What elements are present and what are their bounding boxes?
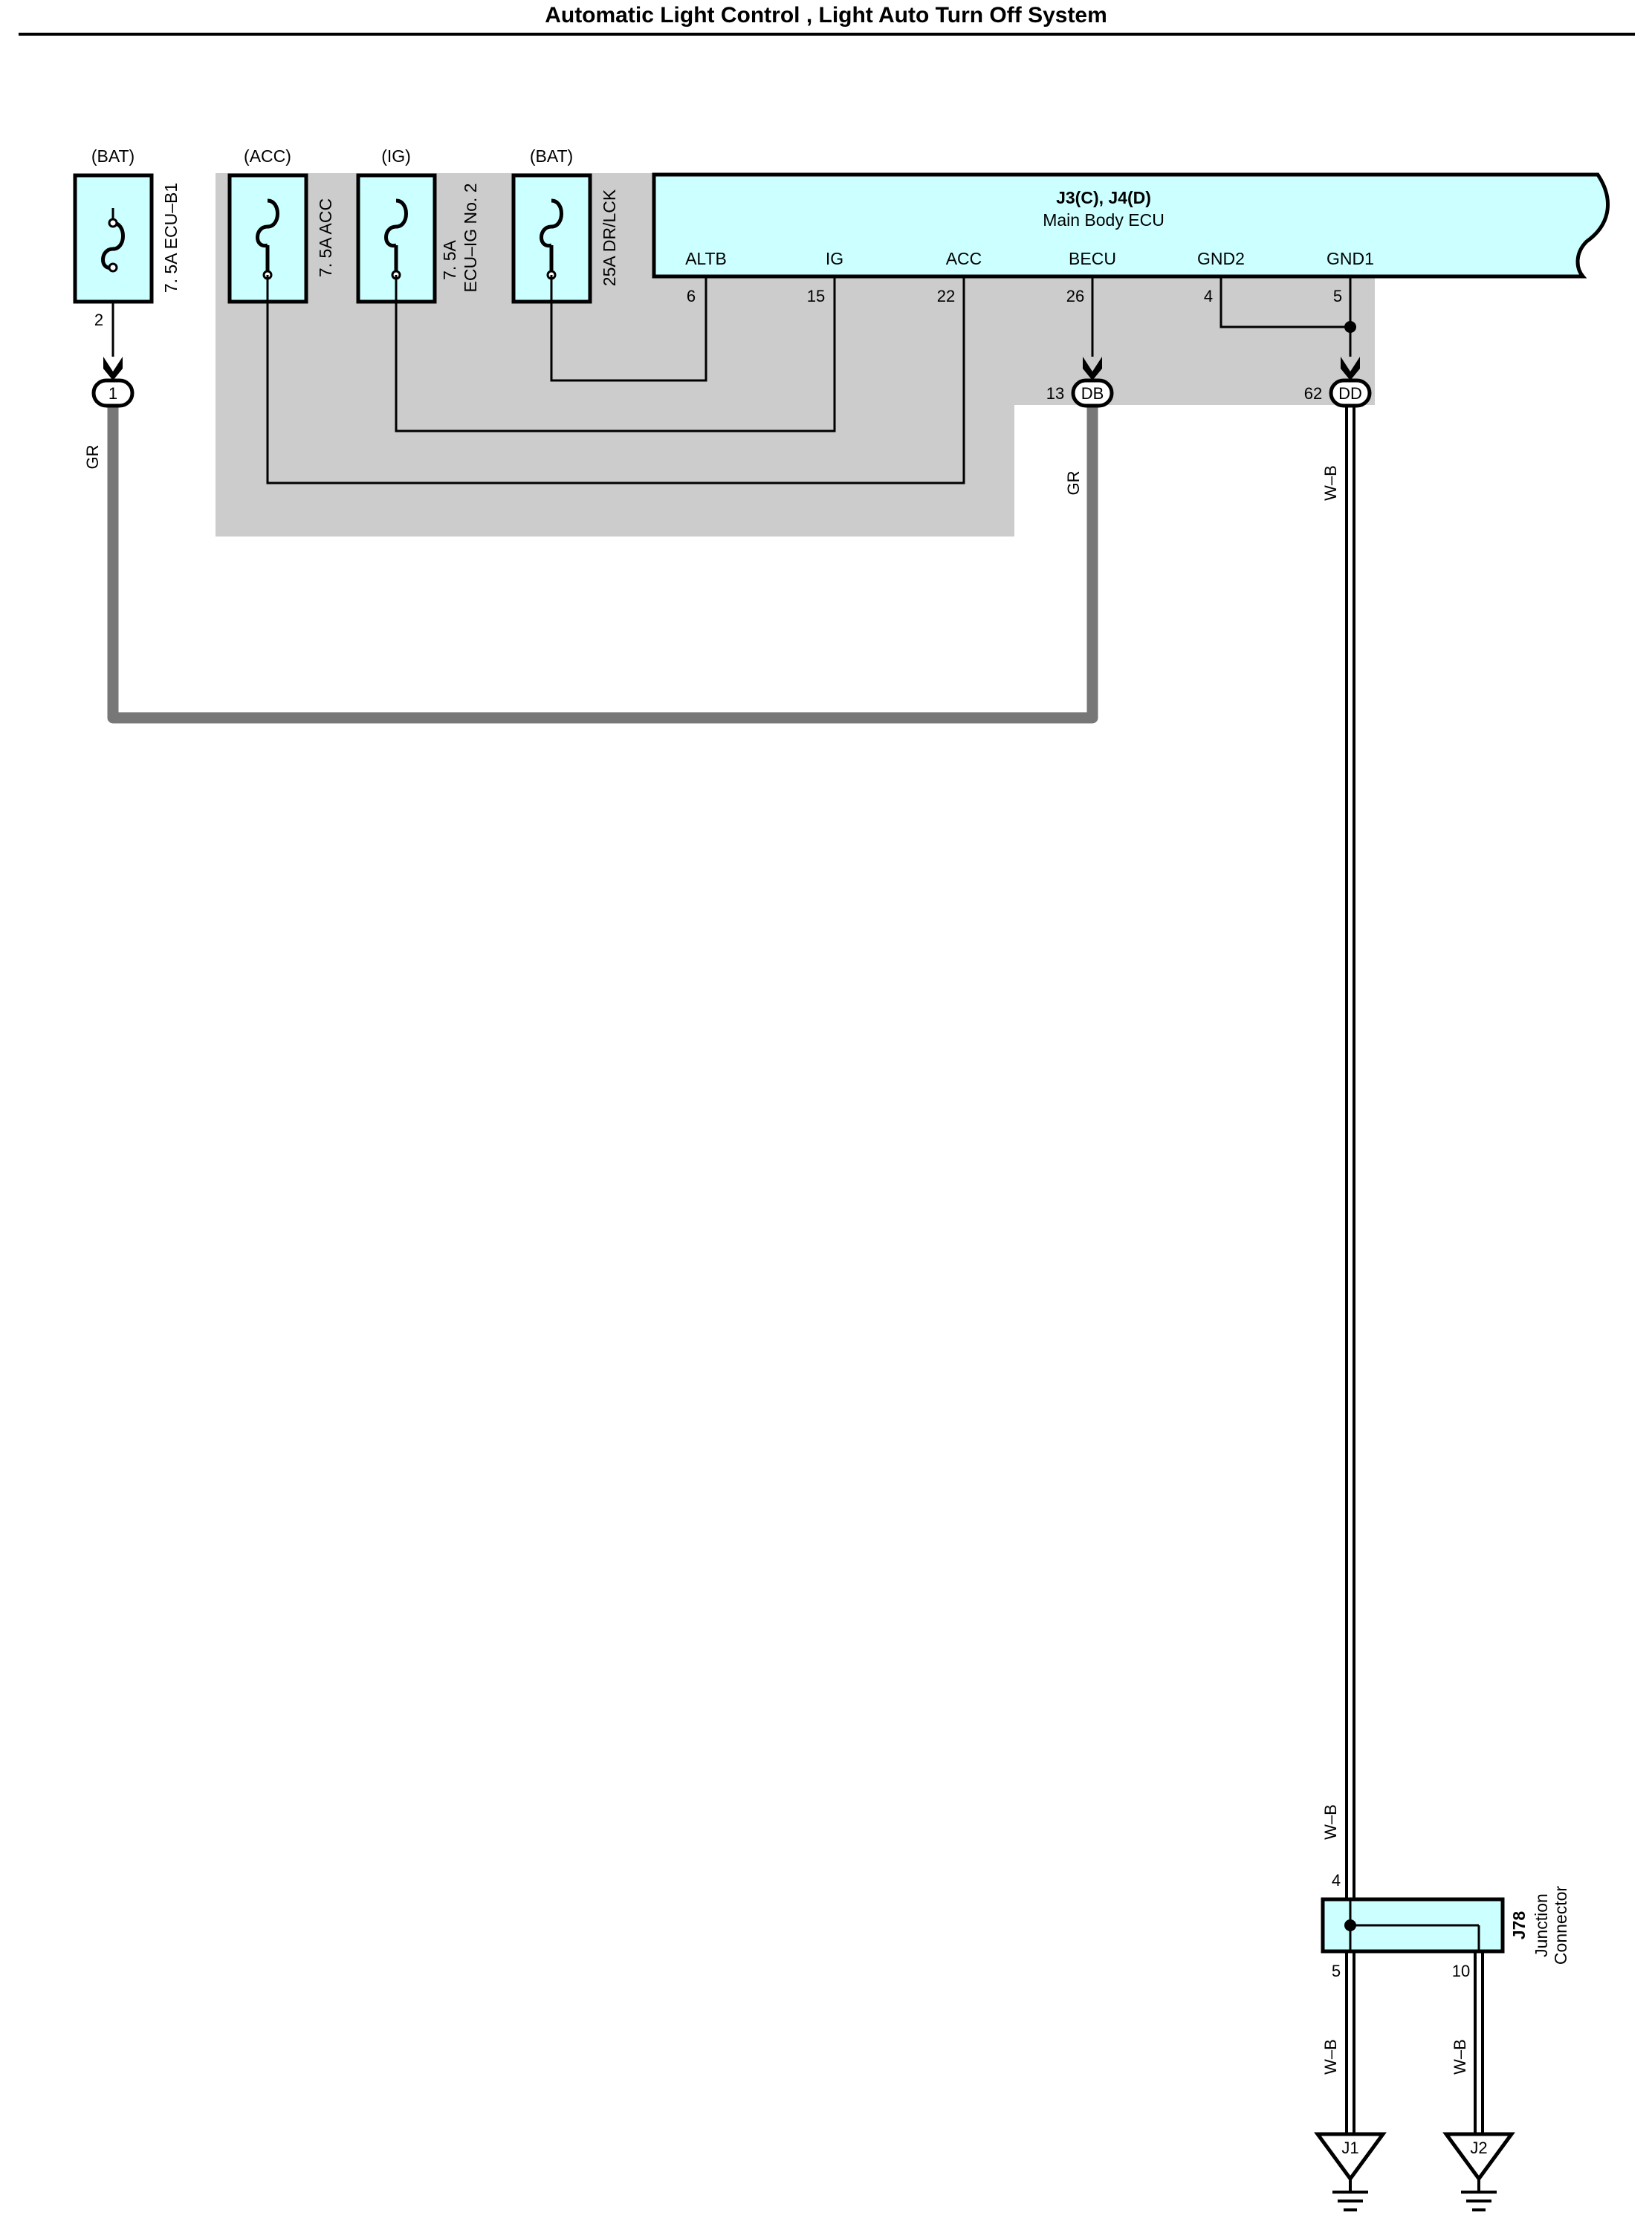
ground-wires [1345, 1951, 1484, 2134]
ground-j1: J1 [1314, 2132, 1387, 2211]
pin-acc: 22 [937, 287, 955, 305]
ecu-name: Main Body ECU [1043, 210, 1165, 230]
wire-color-label: W–B [1321, 1804, 1340, 1840]
internal-wires [111, 275, 1352, 484]
connector-db-pin: 13 [1046, 384, 1064, 403]
main-body-ecu: J3(C), J4(D) Main Body ECU ALTB IG ACC B… [652, 172, 1610, 305]
splice-dot [1344, 321, 1356, 333]
ground-label: J2 [1470, 2139, 1487, 2157]
page-title: Automatic Light Control , Light Auto Tur… [545, 3, 1107, 27]
ground-j2: J2 [1442, 2132, 1515, 2211]
junction-name-1: Junction [1532, 1893, 1551, 1957]
fuse-rating-label-2: ECU–IG No. 2 [461, 184, 480, 293]
terminal-gnd2: GND2 [1197, 249, 1245, 268]
connector-1: 1 [91, 378, 135, 408]
connector-db: 13 DB [1046, 378, 1114, 408]
connector-1-label: 1 [108, 384, 117, 403]
wire-color-label: W–B [1321, 2039, 1340, 2075]
junction-code: J78 [1509, 1911, 1529, 1940]
pin-arrow [1341, 357, 1360, 380]
connector-dd: 62 DD [1304, 378, 1372, 408]
pin-becu: 26 [1066, 287, 1084, 305]
fuse-rating-label: 7. 5A [440, 239, 459, 279]
terminal-altb: ALTB [685, 249, 727, 268]
fuse-supply-label: (BAT) [530, 146, 573, 166]
fuse-rating-label: 7. 5A ACC [316, 198, 335, 277]
connector-dd-pin: 62 [1304, 384, 1322, 403]
terminal-becu: BECU [1069, 249, 1116, 268]
pin-arrow [1083, 357, 1102, 380]
terminal-ig: IG [826, 249, 843, 268]
fuse-ecu-ig2: (IG) 7. 5A ECU–IG No. 2 [356, 146, 480, 304]
fuse-dr-lck: (BAT) 25A DR/LCK [511, 146, 619, 304]
fuse-supply-label: (ACC) [244, 146, 291, 166]
terminal-gnd1: GND1 [1327, 249, 1374, 268]
wire-color-label: W–B [1451, 2039, 1469, 2075]
connector-dd-label: DD [1338, 384, 1362, 403]
pin-ig: 15 [807, 287, 825, 305]
gr-wire [107, 405, 1098, 724]
ground-label: J1 [1341, 2139, 1358, 2157]
wire-color-label: GR [1064, 471, 1083, 496]
fuse-ecu-b1: (BAT) 7. 5A ECU–B1 2 [73, 146, 181, 329]
junction-name-2: Connector [1551, 1886, 1570, 1965]
fuse-supply-label: (BAT) [91, 146, 135, 166]
wire-color-label: W–B [1321, 465, 1340, 501]
pin-arrow [103, 357, 123, 380]
junction-pin-out1: 5 [1332, 1962, 1341, 1980]
junction-connector-j78: 4 5 10 J78 Junction Connector [1321, 1871, 1570, 1980]
ecu-code: J3(C), J4(D) [1056, 188, 1151, 207]
fuse-supply-label: (IG) [381, 146, 411, 166]
wb-wire [1345, 405, 1355, 1902]
junction-pin-out2: 10 [1452, 1962, 1470, 1980]
fuse-pin-label: 2 [94, 311, 103, 329]
pin-altb: 6 [687, 287, 696, 305]
pin-gnd2: 4 [1204, 287, 1213, 305]
terminal-acc: ACC [946, 249, 982, 268]
connector-db-label: DB [1081, 384, 1104, 403]
wire-color-label: GR [83, 445, 102, 470]
fuse-rating-label: 7. 5A ECU–B1 [161, 183, 181, 293]
fuse-rating-label: 25A DR/LCK [600, 189, 619, 286]
junction-pin-in: 4 [1332, 1871, 1341, 1890]
pin-gnd1: 5 [1333, 287, 1342, 305]
